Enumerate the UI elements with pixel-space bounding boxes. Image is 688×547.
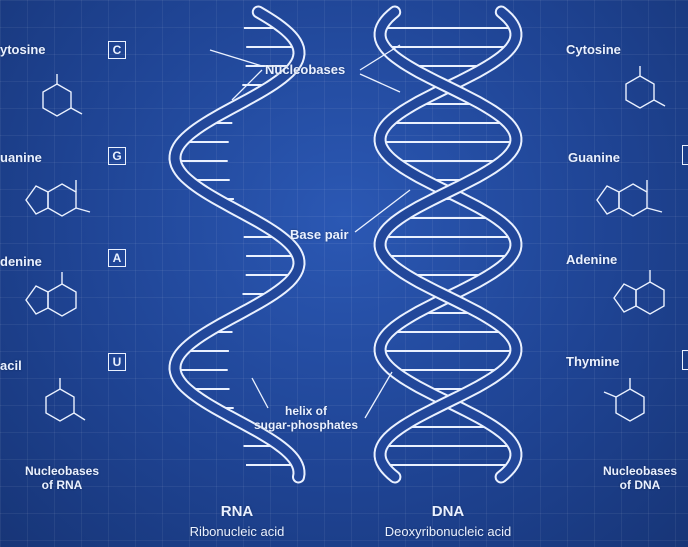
dna-bases-caption: Nucleobases of DNA (603, 464, 677, 492)
dna-bases-caption-line-2: of DNA (603, 478, 677, 492)
dna-title: DNA (432, 503, 465, 520)
right-base-name-2: Guanine (568, 150, 620, 165)
right-letter-box-edge (682, 145, 688, 165)
helix-callout: helix of sugar-phosphates (254, 404, 358, 432)
right-base-name-1: Cytosine (566, 42, 621, 57)
right-base-name-4: Thymine (566, 354, 619, 369)
rna-subtitle: Ribonucleic acid (190, 524, 285, 539)
left-base-letter-1: C (108, 41, 126, 59)
rna-bases-caption-line-1: Nucleobases (25, 464, 99, 478)
dna-strand-2 (380, 12, 516, 477)
base-pair-callout: Base pair (290, 227, 349, 242)
rna-title: RNA (221, 503, 254, 520)
dna-bases-caption-line-1: Nucleobases (603, 464, 677, 478)
left-base-letter-2: G (108, 147, 126, 165)
left-base-name-2: uanine (0, 150, 42, 165)
right-letter-box-edge (682, 350, 688, 370)
left-base-letter-3: A (108, 249, 126, 267)
left-base-letter-4: U (108, 353, 126, 371)
left-base-name-4: acil (0, 358, 22, 373)
rna-bases-caption-line-2: of RNA (25, 478, 99, 492)
left-base-name-3: denine (0, 254, 42, 269)
right-base-name-3: Adenine (566, 252, 617, 267)
helix-callout-line-2: sugar-phosphates (254, 418, 358, 432)
dna-subtitle: Deoxyribonucleic acid (385, 524, 511, 539)
rna-bases-caption: Nucleobases of RNA (25, 464, 99, 492)
left-base-name-1: ytosine (0, 42, 46, 57)
helix-callout-line-1: helix of (254, 404, 358, 418)
nucleobases-callout: Nucleobases (265, 62, 345, 77)
